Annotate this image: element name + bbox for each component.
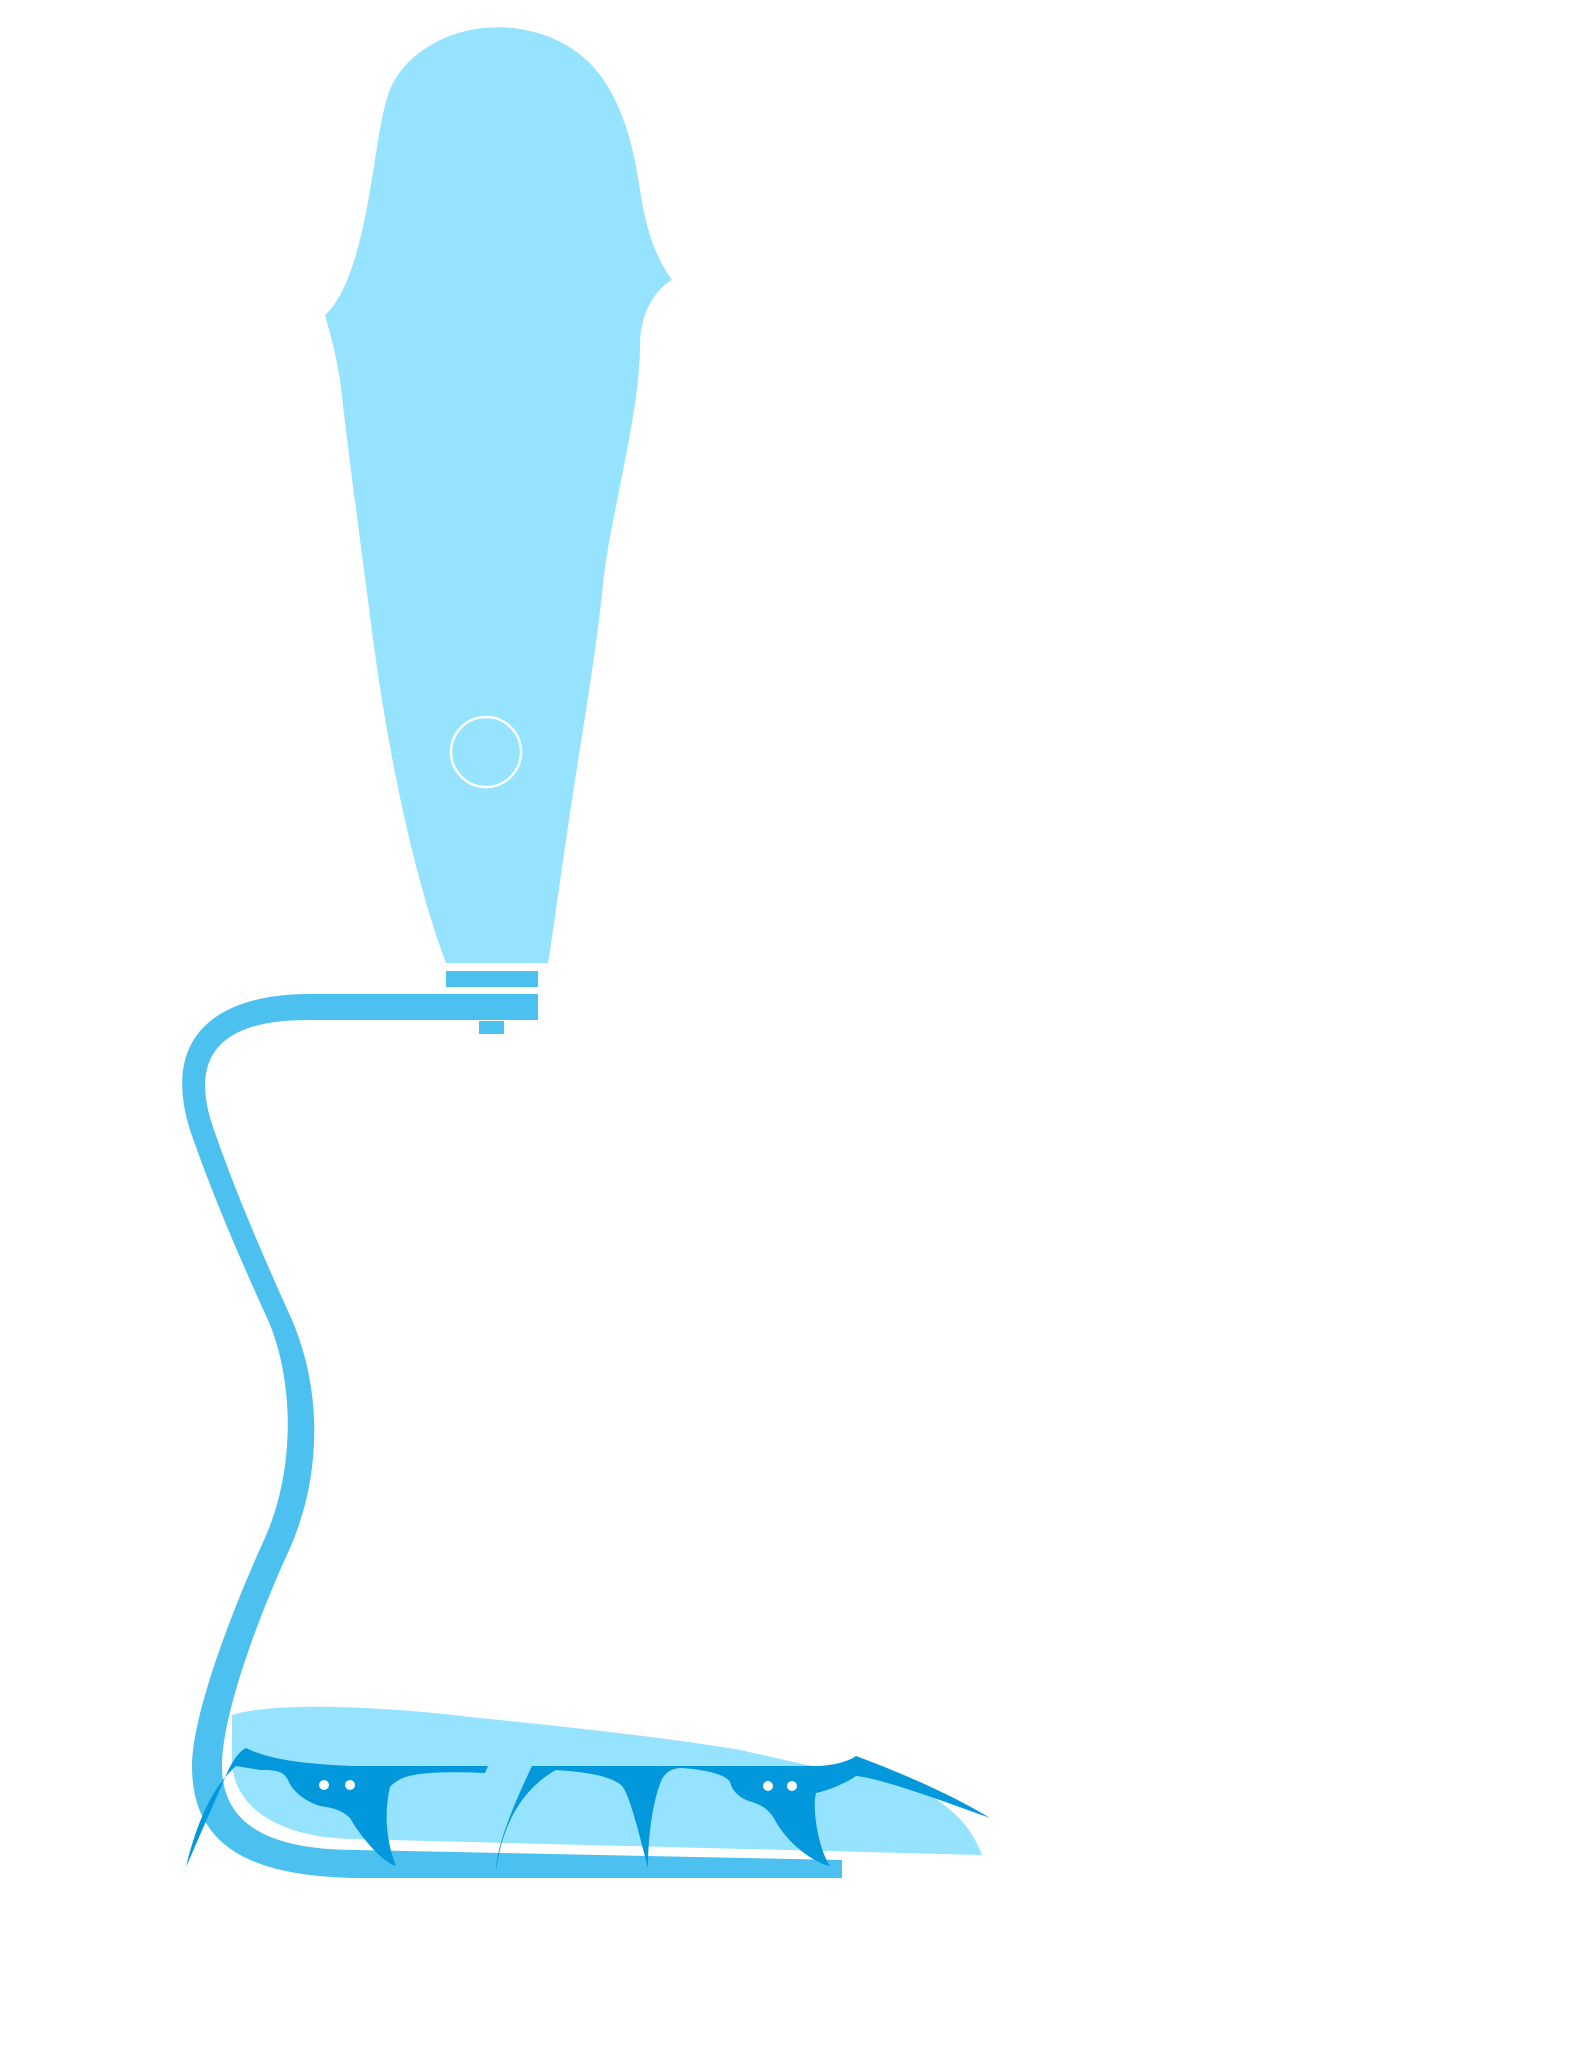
- base-right: [496, 1756, 990, 1871]
- backrest: [325, 27, 672, 963]
- base-left: [186, 1748, 488, 1867]
- base-hole-icon: [345, 1780, 355, 1790]
- frame: [182, 994, 842, 1878]
- base-hole-icon: [787, 1781, 797, 1791]
- backrest-knob-icon: [449, 715, 523, 789]
- backrest-collar: [446, 971, 538, 987]
- base-hole-icon: [763, 1781, 773, 1791]
- backrest-stem-tab: [479, 1021, 504, 1034]
- base-hole-icon: [319, 1780, 329, 1790]
